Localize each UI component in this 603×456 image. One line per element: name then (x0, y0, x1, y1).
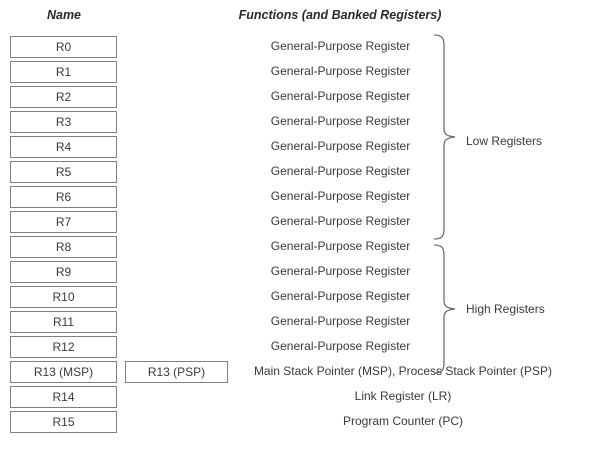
register-box-r8[interactable]: R8 (10, 236, 117, 258)
register-box-r4[interactable]: R4 (10, 136, 117, 158)
register-row: R9 General-Purpose Register (0, 261, 603, 283)
group-label-low-registers: Low Registers (466, 134, 543, 148)
register-box-r14[interactable]: R14 (10, 386, 117, 408)
register-row: R8 General-Purpose Register (0, 236, 603, 258)
high-registers-brace (433, 244, 456, 374)
register-box-r6[interactable]: R6 (10, 186, 117, 208)
register-row: R10 General-Purpose Register (0, 286, 603, 308)
register-function-label: General-Purpose Register (270, 189, 411, 203)
register-function-label: General-Purpose Register (270, 239, 411, 253)
register-row: R0 General-Purpose Register (0, 36, 603, 58)
register-function-label: Main Stack Pointer (MSP), Process Stack … (253, 364, 553, 378)
register-function-label: General-Purpose Register (270, 214, 411, 228)
register-row: R15 Program Counter (PC) (0, 411, 603, 433)
column-header-name: Name (46, 8, 82, 22)
register-box-r15[interactable]: R15 (10, 411, 117, 433)
register-row: R12 General-Purpose Register (0, 336, 603, 358)
register-function-label: General-Purpose Register (270, 89, 411, 103)
register-box-r12[interactable]: R12 (10, 336, 117, 358)
group-label-high-registers: High Registers (466, 302, 545, 316)
register-box-r9[interactable]: R9 (10, 261, 117, 283)
register-function-label: General-Purpose Register (270, 314, 411, 328)
low-registers-brace (433, 34, 456, 240)
register-box-r1[interactable]: R1 (10, 61, 117, 83)
banked-register-box-psp[interactable]: R13 (PSP) (125, 361, 228, 383)
register-function-label: General-Purpose Register (270, 39, 411, 53)
register-box-r11[interactable]: R11 (10, 311, 117, 333)
register-box-r2[interactable]: R2 (10, 86, 117, 108)
register-row: R1 General-Purpose Register (0, 61, 603, 83)
register-row: R3 General-Purpose Register (0, 111, 603, 133)
register-row: R6 General-Purpose Register (0, 186, 603, 208)
register-box-r0[interactable]: R0 (10, 36, 117, 58)
register-row: R7 General-Purpose Register (0, 211, 603, 233)
register-row: R5 General-Purpose Register (0, 161, 603, 183)
register-row: R2 General-Purpose Register (0, 86, 603, 108)
register-box-r10[interactable]: R10 (10, 286, 117, 308)
register-function-label: General-Purpose Register (270, 164, 411, 178)
register-box-r13[interactable]: R13 (MSP) (10, 361, 117, 383)
register-function-label: General-Purpose Register (270, 64, 411, 78)
register-box-r7[interactable]: R7 (10, 211, 117, 233)
register-box-r5[interactable]: R5 (10, 161, 117, 183)
register-function-label: General-Purpose Register (270, 264, 411, 278)
register-function-label: General-Purpose Register (270, 289, 411, 303)
register-function-label: Link Register (LR) (354, 389, 452, 403)
register-row: R4 General-Purpose Register (0, 136, 603, 158)
register-function-label: Program Counter (PC) (342, 414, 464, 428)
register-box-r3[interactable]: R3 (10, 111, 117, 133)
register-function-label: General-Purpose Register (270, 114, 411, 128)
register-row: R11 General-Purpose Register (0, 311, 603, 333)
register-function-label: General-Purpose Register (270, 139, 411, 153)
column-header-functions: Functions (and Banked Registers) (238, 8, 442, 22)
register-row: R14 Link Register (LR) (0, 386, 603, 408)
register-function-label: General-Purpose Register (270, 339, 411, 353)
register-row: R13 (MSP) R13 (PSP) Main Stack Pointer (MS… (0, 361, 603, 383)
